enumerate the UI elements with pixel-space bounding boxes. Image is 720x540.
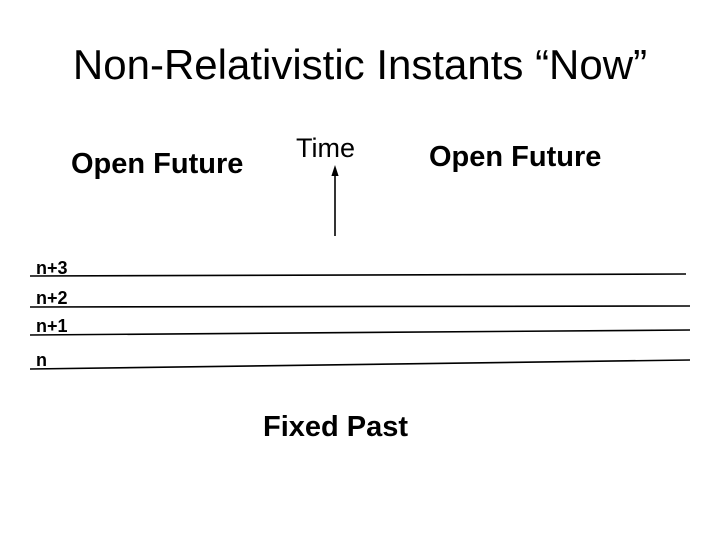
instant-line-n-plus-3 [29,273,687,277]
slide-title: Non-Relativistic Instants “Now” [72,41,648,88]
open-future-right-label: Open Future [429,141,602,173]
open-future-left-label: Open Future [71,148,244,180]
instant-label-n-plus-2: n+2 [36,288,68,308]
instant-label-n-plus-3: n+3 [36,258,68,278]
time-axis-label: Time [296,133,355,163]
time-arrow-head [331,165,339,176]
instant-line-n-plus-2 [29,305,691,308]
instant-line-n [29,359,691,370]
instant-line-n-plus-1 [29,329,691,336]
fixed-past-label: Fixed Past [263,411,409,443]
instant-label-n-plus-1: n+1 [36,316,68,336]
instant-label-n: n [36,350,47,370]
arrow-up-icon [331,165,339,236]
